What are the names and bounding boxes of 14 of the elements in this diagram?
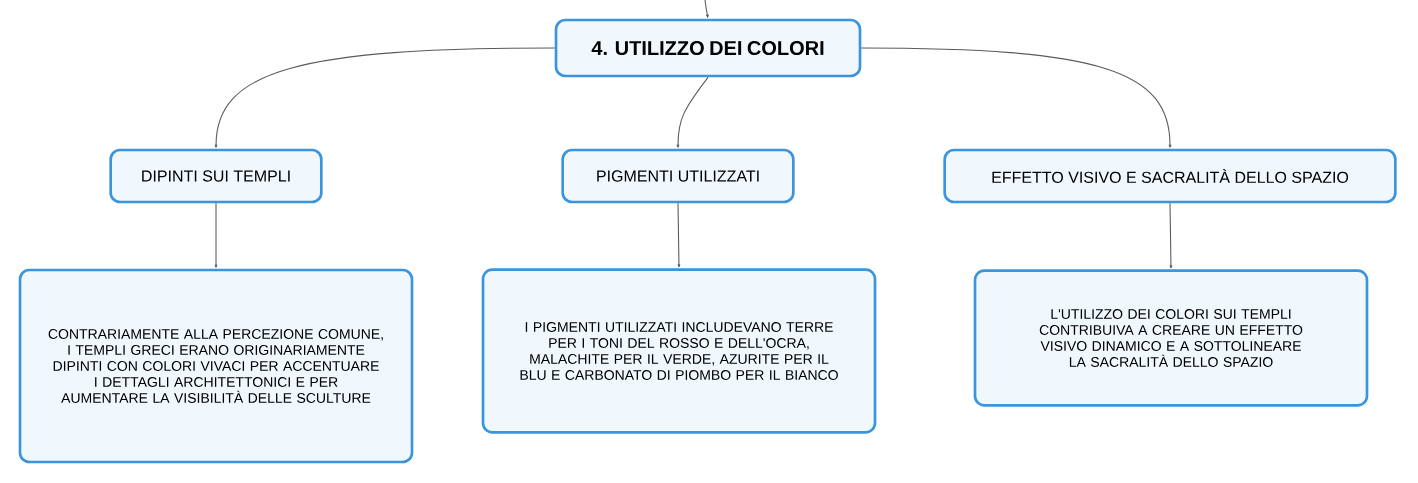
arrow xyxy=(677,202,681,268)
subtopic-box: EFFETTO VISIVO E SACRALITÀ DELLO SPAZIO xyxy=(943,148,1397,204)
arrow xyxy=(860,47,1172,148)
arrow xyxy=(704,0,709,18)
text-box: CONTRARIAMENTE ALLA PERCEZIONE COMUNE, I TEMPLI GRECI ERANO ORIGINARIAMENTE DIPINTI CON COLORI VIVACI PER ACCENTUARE I DETTAGLI ARCHITETTONICI E PER AUMENTARE LA VISIBILITÀ DELLE SCULTURE xyxy=(18,268,414,464)
arrow xyxy=(1169,202,1173,269)
text-box: I PIGMENTI UTILIZZATI INCLUDEVANO TERRE PER I TONI DEL ROSSO E DELL'OCRA, MALACHITE PER IL VERDE, AZURITE PER IL BLU E CARBONATO DI PIOMBO PER IL BIANCO xyxy=(481,268,877,434)
arrow xyxy=(214,47,556,148)
subtopic-box: PIGMENTI UTILIZZATI xyxy=(561,148,795,204)
text-box: L'UTILIZZO DEI COLORI SUI TEMPLI CONTRIBUIVA A CREARE UN EFFETTO VISIVO DINAMICO E A SOTTOLINEARE LA SACRALITÀ DELLO SPAZIO xyxy=(973,269,1369,407)
subtopic-box: DIPINTI SUI TEMPLI xyxy=(109,148,323,204)
arrow xyxy=(676,76,709,148)
topic-box: 4. UTILIZZO DEI COLORI xyxy=(554,18,862,78)
arrow xyxy=(214,202,218,268)
